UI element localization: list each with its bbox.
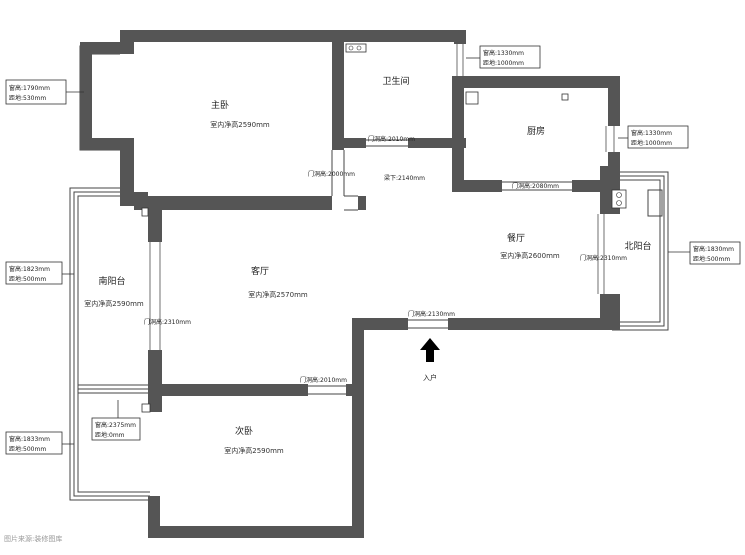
room-kitchen-name: 厨房: [527, 125, 545, 137]
svg-text:窗高:1330mm: 窗高:1330mm: [483, 49, 524, 57]
room-labels: 主卧 室内净高2590mm 卫生间 厨房 餐厅 室内净高2600mm 客厅 室内…: [84, 75, 651, 455]
door-labels: 门洞高:2010mm 门洞高:2000mm 梁下:2140mm 门洞高:2080…: [144, 135, 627, 384]
room-master-name: 主卧: [211, 99, 229, 111]
svg-text:距地:500mm: 距地:500mm: [9, 275, 46, 283]
svg-text:距地:1000mm: 距地:1000mm: [483, 59, 524, 67]
callout-north-balcony-window: 窗高:1830mm 距地:500mm: [668, 241, 741, 265]
callout-bathroom-window: 窗高:1330mm 距地:1000mm: [466, 45, 541, 69]
door-bathroom-label: 门洞高:2010mm: [368, 135, 415, 143]
entrance-label: 入户: [423, 373, 437, 382]
room-dining-height: 室内净高2600mm: [500, 251, 560, 260]
walls: [80, 30, 620, 538]
svg-text:窗高:1833mm: 窗高:1833mm: [9, 435, 50, 443]
svg-text:距地:1000mm: 距地:1000mm: [631, 139, 672, 147]
room-south-balcony-name: 南阳台: [98, 275, 125, 287]
room-master-height: 室内净高2590mm: [210, 120, 270, 129]
door-second-label: 门洞高:2010mm: [300, 376, 347, 384]
room-bathroom-name: 卫生间: [382, 75, 409, 87]
svg-text:距地:500mm: 距地:500mm: [693, 255, 730, 263]
svg-text:距地:530mm: 距地:530mm: [9, 94, 46, 102]
svg-text:窗高:2375mm: 窗高:2375mm: [95, 421, 136, 429]
callout-master-window: 窗高:1790mm 距地:530mm: [5, 79, 84, 105]
callout-south-balcony-bottom-window: 窗高:1833mm 距地:500mm: [5, 431, 74, 455]
door-entrance-label: 门洞高:2130mm: [408, 310, 455, 318]
room-dining-name: 餐厅: [507, 232, 525, 244]
room-living-height: 室内净高2570mm: [248, 290, 308, 299]
room-living-name: 客厅: [251, 265, 269, 277]
svg-text:窗高:1823mm: 窗高:1823mm: [9, 265, 50, 273]
callout-kitchen-window: 窗高:1330mm 距地:1000mm: [618, 125, 689, 149]
room-second-height: 室内净高2590mm: [224, 446, 284, 455]
watermark: 图片来源:装修图库: [4, 535, 63, 543]
room-second-name: 次卧: [235, 425, 253, 437]
room-north-balcony-name: 北阳台: [624, 240, 651, 252]
callout-second-window: 窗高:2375mm 距地:0mm: [91, 400, 141, 441]
balcony-rails: [69, 45, 669, 501]
svg-text:窗高:1830mm: 窗高:1830mm: [693, 245, 734, 253]
room-south-balcony-height: 室内净高2590mm: [84, 299, 144, 308]
door-master-label: 门洞高:2000mm: [308, 170, 355, 178]
door-south-balcony-label: 门洞高:2310mm: [144, 318, 191, 326]
svg-text:距地:500mm: 距地:500mm: [9, 445, 46, 453]
svg-text:窗高:1330mm: 窗高:1330mm: [631, 129, 672, 137]
entrance-arrow-icon: [420, 338, 440, 362]
door-kitchen-label: 门洞高:2080mm: [512, 182, 559, 190]
callout-south-balcony-top-window: 窗高:1823mm 距地:500mm: [5, 261, 74, 285]
window-openings: [149, 44, 615, 350]
svg-text:距地:0mm: 距地:0mm: [95, 431, 125, 439]
beam-label: 梁下:2140mm: [384, 174, 425, 182]
door-openings: [141, 43, 627, 413]
svg-text:窗高:1790mm: 窗高:1790mm: [9, 84, 50, 92]
door-north-balcony-label: 门洞高:2310mm: [580, 254, 627, 262]
